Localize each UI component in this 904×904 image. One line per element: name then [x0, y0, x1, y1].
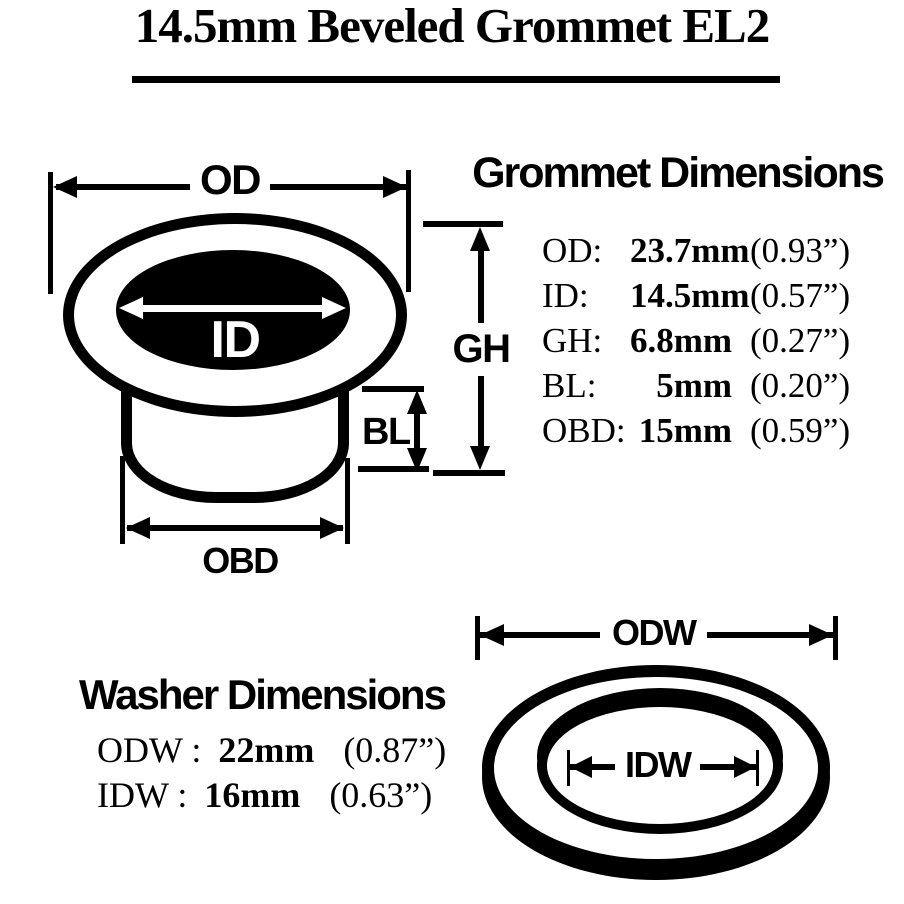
washer-dimensions-heading: Washer Dimensions — [79, 671, 447, 718]
title-underline — [132, 76, 780, 83]
gh-extension-line-top — [423, 221, 503, 227]
arrowhead-right-icon — [809, 624, 833, 646]
bl-extension-line-bottom — [358, 466, 429, 472]
gh-diagram-label: GH — [452, 327, 512, 371]
arrowhead-right-icon — [734, 756, 756, 778]
dimension-imperial-value: (0.57”) — [750, 276, 851, 315]
dimension-label: IDW : — [97, 775, 188, 815]
arrowhead-left-icon — [119, 297, 143, 319]
arrowhead-up-icon — [470, 227, 490, 251]
dimension-metric-value: 5mm — [656, 366, 732, 405]
dimension-label: ODW : — [97, 730, 202, 770]
odw-extension-tick-right — [833, 616, 838, 660]
dimension-metric-value: 22mm — [218, 730, 315, 770]
dimension-label: BL: — [542, 366, 597, 405]
washer-dimension-list: ODW : 22mm (0.87”) IDW : 16mm (0.63”) — [97, 728, 446, 818]
gh-extension-line-bottom — [433, 470, 505, 476]
dimension-imperial-value: (0.87”) — [343, 730, 447, 770]
bl-diagram-label: BL — [362, 411, 411, 453]
dimension-row-od: OD: 23.7mm (0.93”) — [542, 228, 850, 273]
arrowhead-up-icon — [407, 390, 427, 414]
od-extension-line-right — [406, 170, 411, 292]
gh-arrow-lower-shaft — [478, 376, 484, 448]
dimension-label: OD: — [542, 231, 603, 270]
dimension-imperial-value: (0.63”) — [329, 775, 433, 815]
dimension-row-odw: ODW : 22mm (0.87”) — [97, 728, 446, 773]
arrowhead-left-icon — [126, 517, 150, 539]
dimension-row-obd: OBD: 15mm (0.59”) — [542, 408, 850, 453]
dimension-label: ID: — [542, 276, 589, 315]
dimension-metric-value: 16mm — [204, 775, 301, 815]
dimension-row-bl: BL: 5mm (0.20”) — [542, 363, 850, 408]
grommet-dimensions-heading: Grommet Dimensions — [472, 149, 885, 197]
dimension-row-idw: IDW : 16mm (0.63”) — [97, 773, 446, 818]
idw-extension-tick-right — [756, 750, 759, 786]
arrowhead-left-icon — [570, 756, 592, 778]
dimension-imperial-value: (0.59”) — [750, 411, 851, 450]
arrowhead-down-icon — [407, 448, 427, 472]
dimension-imperial-value: (0.20”) — [750, 366, 851, 405]
dimension-metric-value: 15mm — [638, 411, 732, 450]
idw-extension-tick-left — [567, 750, 570, 786]
bl-arrow-shaft — [414, 404, 420, 456]
dimension-imperial-value: (0.93”) — [750, 231, 851, 270]
grommet-dimension-list: OD: 23.7mm (0.93”) ID: 14.5mm (0.57”) GH… — [542, 228, 850, 453]
id-diagram-label: ID — [210, 311, 262, 369]
obd-extension-line-right — [345, 458, 350, 544]
dimension-metric-value: 23.7mm — [630, 231, 750, 270]
od-diagram-label: OD — [190, 159, 270, 201]
dimension-metric-value: 14.5mm — [630, 276, 750, 315]
bl-extension-line-top — [362, 386, 424, 392]
dimension-row-gh: GH: 6.8mm (0.27”) — [542, 318, 850, 363]
obd-extension-line-left — [120, 456, 125, 544]
obd-dimension-line — [127, 525, 343, 531]
arrowhead-left-icon — [480, 624, 504, 646]
odw-extension-tick-left — [475, 616, 480, 660]
idw-diagram-label: IDW — [615, 747, 701, 783]
arrowhead-left-icon — [53, 176, 77, 198]
arrowhead-right-icon — [383, 176, 407, 198]
odw-diagram-label: ODW — [600, 615, 708, 651]
dimension-metric-value: 6.8mm — [630, 321, 733, 360]
arrowhead-down-icon — [470, 446, 490, 470]
dimension-label: GH: — [542, 321, 603, 360]
arrowhead-right-icon — [320, 517, 344, 539]
arrowhead-right-icon — [322, 297, 346, 319]
dimension-label: OBD: — [542, 411, 626, 450]
dimension-imperial-value: (0.27”) — [750, 321, 851, 360]
dimension-row-id: ID: 14.5mm (0.57”) — [542, 273, 850, 318]
page-title: 14.5mm Beveled Grommet EL2 — [134, 0, 770, 53]
od-extension-line-left — [48, 172, 53, 294]
id-arrow-shaft — [138, 305, 328, 312]
obd-diagram-label: OBD — [202, 540, 279, 581]
gh-arrow-upper-shaft — [478, 245, 484, 323]
